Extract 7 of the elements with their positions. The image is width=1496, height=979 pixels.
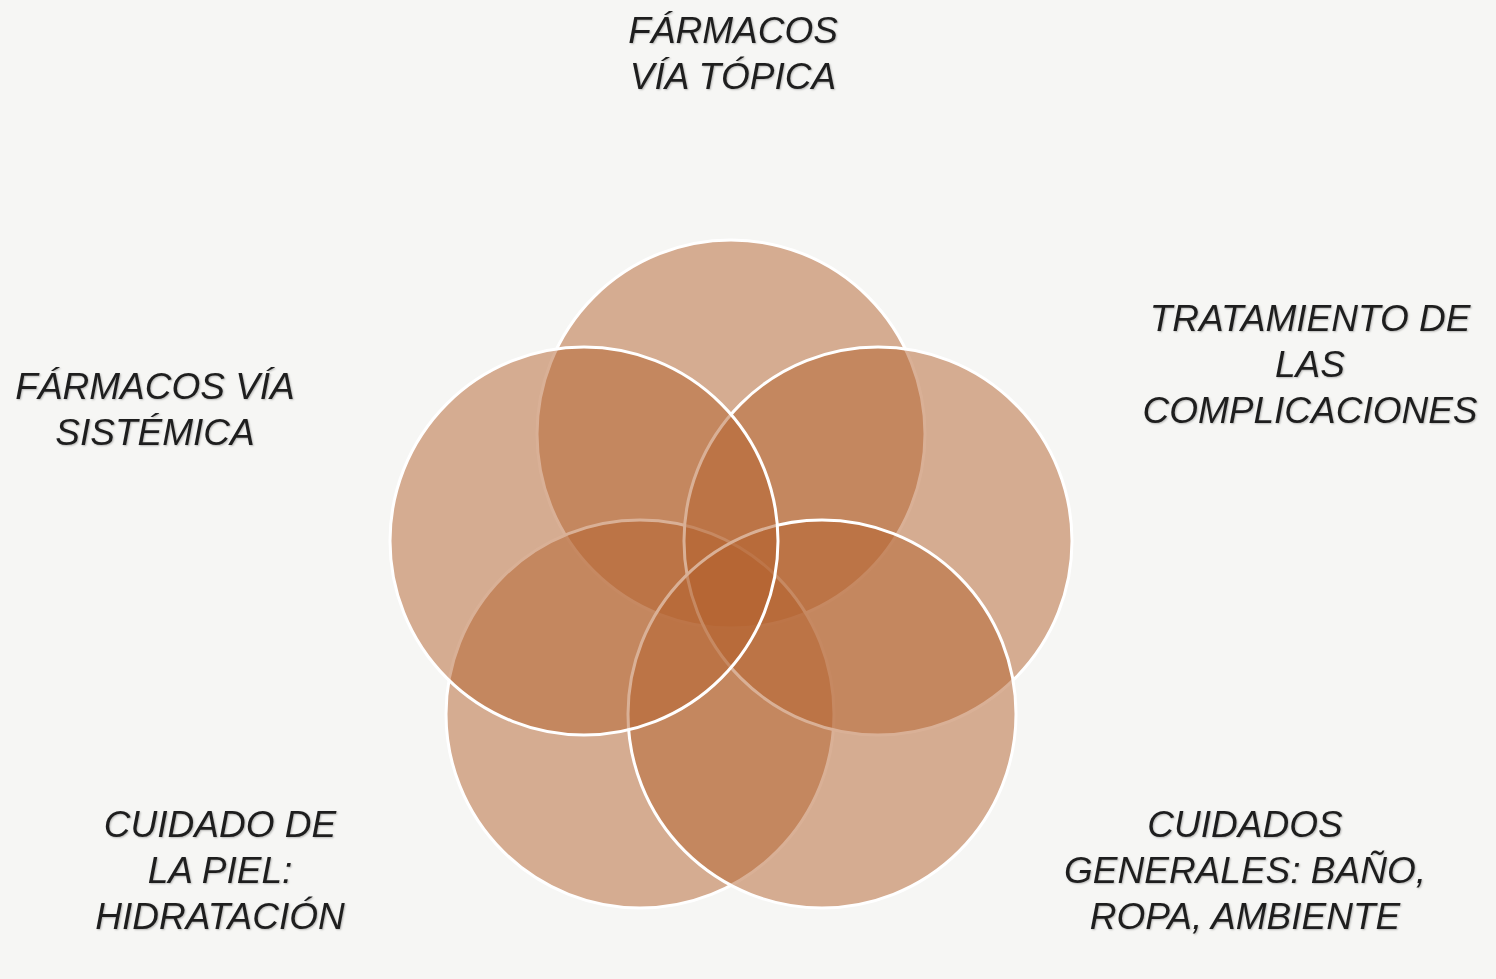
circle-label: FÁRMACOS VÍA SISTÉMICA [14,365,296,455]
circle-label: CUIDADOS GENERALES: BAÑO, ROPA, AMBIENTE [1063,803,1427,939]
circle-label: CUIDADO DE LA PIEL: HIDRATACIÓN [94,803,346,939]
circle-label: TRATAMIENTO DE LAS COMPLICACIONES [1141,297,1479,433]
circle-label: FÁRMACOS VÍA TÓPICA [627,9,839,99]
venn-circle [626,518,1018,910]
venn-circle [388,345,780,737]
